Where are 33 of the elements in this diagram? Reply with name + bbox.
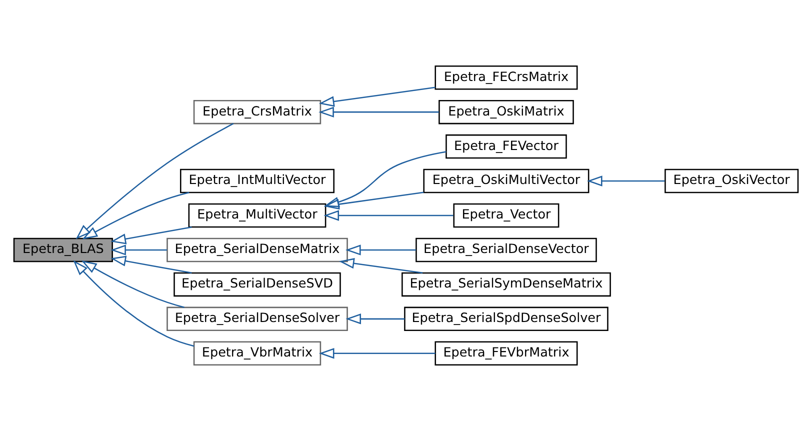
node-box: Epetra_VbrMatrix [193, 341, 322, 366]
node-box: Epetra_SerialDenseSolver [166, 306, 348, 332]
arrow [73, 260, 194, 347]
arrow [324, 192, 424, 210]
arrow [346, 314, 405, 324]
node-box: Epetra_FECrsMatrix [434, 65, 578, 90]
arrow [110, 244, 167, 256]
node-box: Epetra_SerialSpdDenseSolver [404, 306, 608, 332]
node-box: Epetra_FEVbrMatrix [434, 341, 578, 366]
node-box: Epetra_SerialDenseMatrix [166, 238, 348, 262]
node-box: Epetra_SerialSymDenseMatrix [402, 272, 611, 297]
arrow [318, 106, 439, 118]
node-box: Epetra_OskiMultiVector [423, 168, 590, 194]
arrow [318, 348, 436, 359]
arrow [318, 86, 436, 107]
node-box: Epetra_OskiVector [664, 168, 799, 194]
node-box: Epetra_MultiVector [188, 203, 326, 228]
node-box: Epetra_SerialDenseSVD [174, 272, 341, 297]
arrow [110, 226, 192, 244]
node-box: Epetra_IntMultiVector [180, 168, 334, 194]
arrow [586, 176, 665, 186]
arrow [76, 123, 234, 240]
node-box: Epetra_BLAS [13, 238, 113, 262]
arrow [324, 210, 454, 221]
node-box: Epetra_OskiMatrix [438, 100, 574, 124]
arrow [338, 258, 423, 274]
node-box: Epetra_FEVector [446, 134, 567, 159]
node-box: Epetra_CrsMatrix [193, 100, 322, 124]
node-box: Epetra_SerialDenseVector [416, 238, 597, 262]
arrow [345, 244, 416, 256]
arrow [324, 151, 446, 208]
arrow [82, 192, 190, 240]
node-box: Epetra_Vector [453, 203, 560, 228]
